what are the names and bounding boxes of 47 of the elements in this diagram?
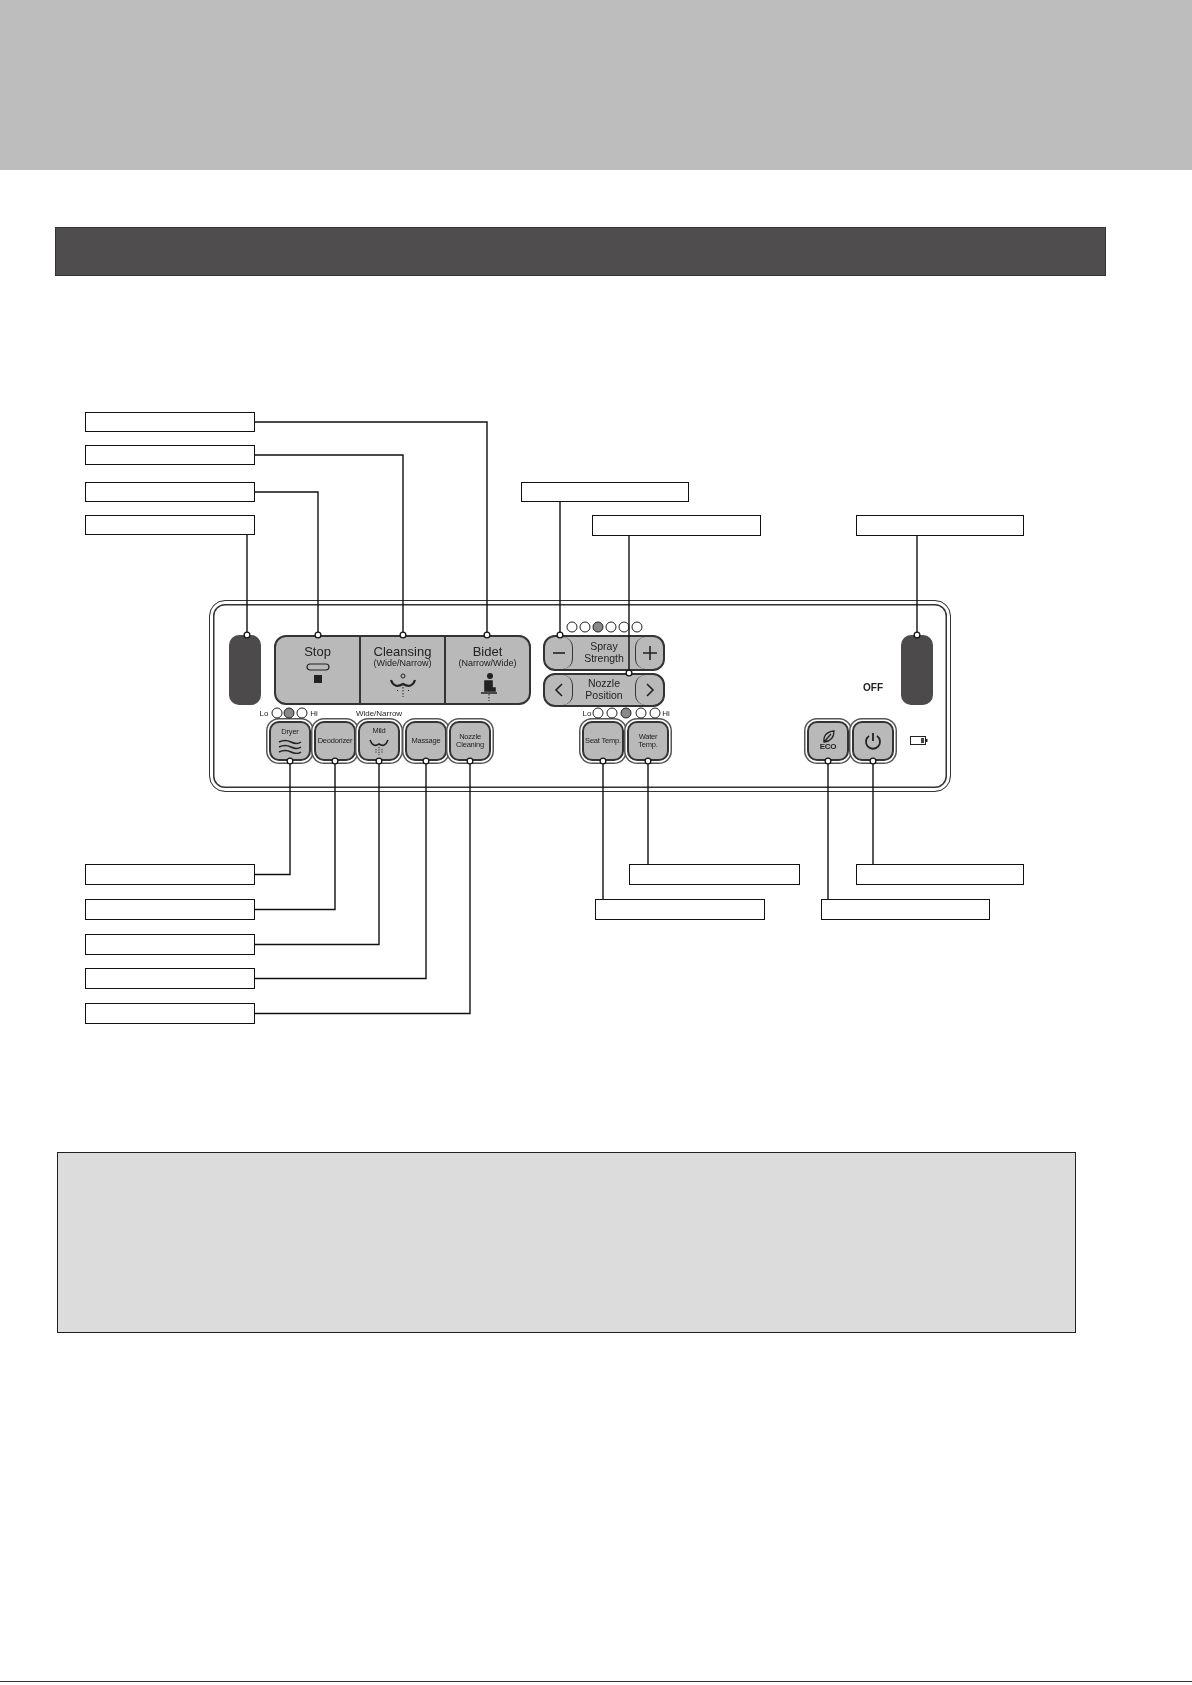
sensor-window: [229, 635, 261, 705]
callout-box: [85, 864, 255, 885]
sensor-window: [901, 635, 933, 705]
bidet-button: Bidet (Narrow/Wide): [445, 635, 531, 705]
callout-box: [85, 482, 255, 502]
panel-label: Lo: [582, 708, 592, 718]
callout-box: [85, 968, 255, 989]
button-caption: OFF: [862, 682, 884, 693]
leader-line: [625, 535, 633, 677]
leader-line: [254, 491, 322, 639]
panel-label: Hi: [662, 708, 670, 718]
note-box: [57, 1152, 1076, 1333]
callout-box: [595, 899, 765, 920]
cleansing-button: Cleansing (Wide/Narrow): [360, 635, 445, 705]
leader-line: [254, 757, 294, 876]
leader-line: [254, 421, 491, 639]
eco-button: ECO: [807, 721, 849, 761]
callout-box: [856, 515, 1024, 536]
callout-box: [85, 934, 255, 955]
leader-line: [644, 757, 652, 865]
leader-line: [254, 454, 407, 639]
nozzle-position-control: Nozzle Position: [543, 673, 665, 707]
leader-line: [824, 757, 832, 900]
callout-box: [521, 482, 689, 502]
callout-box: [821, 899, 990, 920]
callout-box: [85, 412, 255, 432]
callout-box: [592, 515, 761, 536]
leader-line: [599, 757, 607, 900]
panel-label: Hi: [310, 708, 318, 718]
panel-label: Wide/Narrow: [355, 708, 403, 718]
callout-box: [85, 899, 255, 920]
stop-button: Stop: [274, 635, 360, 705]
spray-strength-control: Spray Strength: [543, 635, 665, 671]
callout-box: [856, 864, 1024, 885]
panel-label: Lo: [259, 708, 269, 718]
leader-line: [556, 501, 564, 639]
callout-box: [629, 864, 800, 885]
callout-box: [85, 1003, 255, 1024]
leader-line: [869, 757, 877, 865]
leader-line: [243, 534, 251, 639]
leader-line: [254, 757, 430, 980]
callout-box: [85, 515, 255, 535]
leader-line: [254, 757, 383, 946]
leader-line: [913, 535, 921, 639]
leader-line: [254, 757, 339, 911]
callout-box: [85, 445, 255, 465]
leader-line: [254, 757, 474, 1015]
